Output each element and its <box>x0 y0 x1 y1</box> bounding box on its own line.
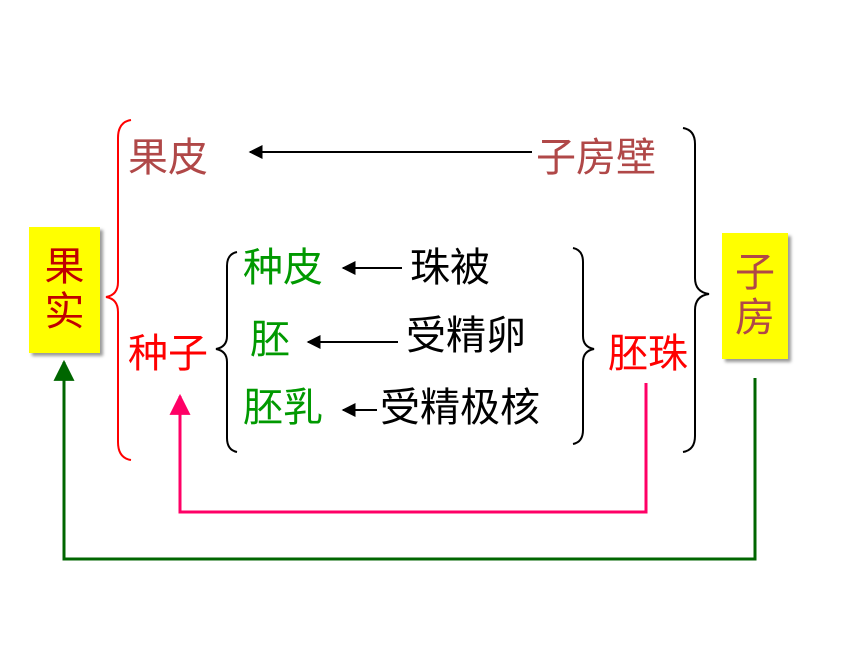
ovary-wall-label: 子房壁 <box>536 135 656 181</box>
ovule-right-brace <box>572 247 595 445</box>
red-left-brace <box>105 119 132 461</box>
arrow-ovule-to-seed <box>169 383 648 514</box>
fertilized-polar-nucleus-label: 受精极核 <box>380 385 540 431</box>
ovary-box-char-2: 房 <box>735 295 775 341</box>
seed-coat-label: 种皮 <box>243 245 323 291</box>
ovary-right-brace <box>682 127 710 453</box>
embryo-label: 胚 <box>250 317 290 363</box>
fruit-box: 果 实 <box>29 227 100 353</box>
arrow-ovary-to-fruit <box>53 359 757 561</box>
seed-label: 种子 <box>128 331 208 377</box>
integument-label: 珠被 <box>410 245 490 291</box>
fruit-box-char-1: 果 <box>44 244 85 291</box>
black-left-brace <box>215 251 238 453</box>
endosperm-label: 胚乳 <box>243 385 323 431</box>
pericarp-label: 果皮 <box>128 135 208 181</box>
ovary-box-char-1: 子 <box>735 250 775 297</box>
fruit-box-char-2: 实 <box>44 289 85 335</box>
fertilized-egg-label: 受精卵 <box>406 313 526 359</box>
ovary-box: 子 房 <box>722 233 788 359</box>
ovule-label: 胚珠 <box>608 331 688 377</box>
